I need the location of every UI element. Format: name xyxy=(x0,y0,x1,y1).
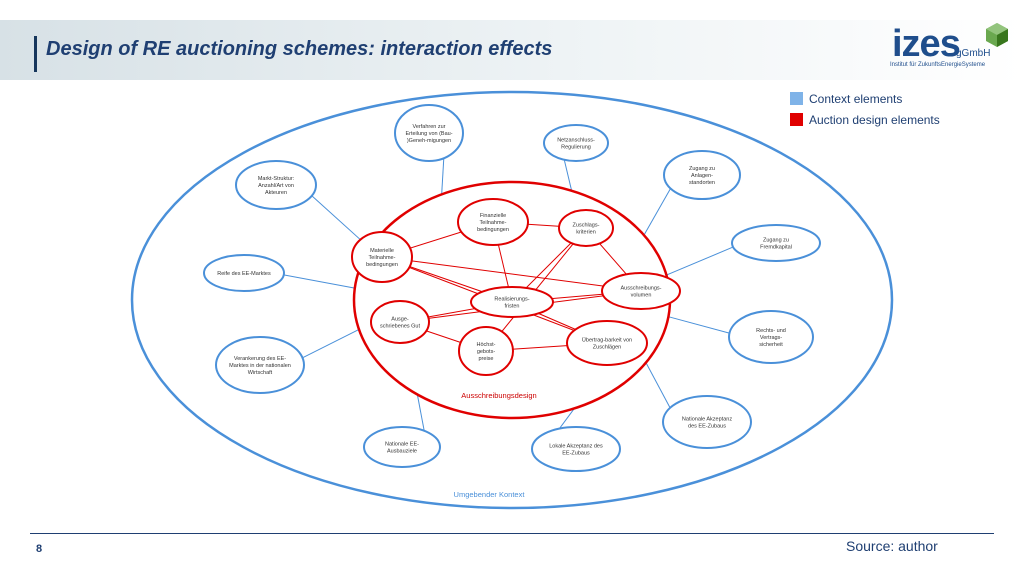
context-node-nat-ausbauziele xyxy=(363,426,441,468)
title-band xyxy=(0,20,1024,80)
context-node-label: Wirtschaft xyxy=(248,370,273,376)
context-node-label: Nationale Akzeptanz xyxy=(682,417,732,423)
design-node-label: gebots- xyxy=(477,349,496,355)
context-node-label: Marktes in der nationalen xyxy=(229,363,291,369)
logo-suffix: gGmbH xyxy=(956,48,991,59)
design-node-label: Übertrag-barkeit von xyxy=(582,337,632,344)
design-node-label: Zuschlags- xyxy=(573,223,600,229)
slide-title: Design of RE auctioning schemes: interac… xyxy=(46,38,553,60)
design-node-label: Zuschlägen xyxy=(593,345,621,351)
design-node-label: bedingungen xyxy=(477,227,509,233)
context-node-label: Netzanschluss- xyxy=(557,138,595,144)
design-node-finanzielle xyxy=(457,198,529,246)
design-node-label: Materielle xyxy=(370,248,394,254)
context-node-label: Zugang zu xyxy=(689,166,715,172)
context-node-label: Nationale EE- xyxy=(385,442,419,448)
context-node-verankerung xyxy=(215,336,305,394)
design-node-label: Ausschreibungs- xyxy=(621,286,662,292)
footer-divider xyxy=(30,533,994,534)
design-node-label: volumen xyxy=(631,293,652,299)
link-rechtssicherheit xyxy=(668,316,731,334)
context-node-rechtssicherheit xyxy=(728,310,814,364)
context-node-label: Vertrags- xyxy=(760,335,782,341)
context-node-label: Anlagen- xyxy=(691,173,713,179)
context-node-nat-akzeptanz xyxy=(662,395,752,449)
design-node-label: Finanzielle xyxy=(480,213,506,219)
context-label: Umgebender Kontext xyxy=(454,490,526,499)
link-lok-akzeptanz xyxy=(558,408,575,430)
page-number: 8 xyxy=(36,543,43,555)
context-node-label: Markt-Struktur: xyxy=(258,176,295,182)
context-node-reife xyxy=(203,254,285,292)
design-node-volumen xyxy=(601,272,681,310)
context-node-label: sicherheit xyxy=(759,342,783,348)
context-node-label: Rechts- und xyxy=(756,328,786,334)
context-node-verfahren xyxy=(394,104,464,162)
design-node-uebertrag xyxy=(566,320,648,366)
design-node-label: Höchst- xyxy=(477,342,496,348)
legend-item-design: Auction design elements xyxy=(790,109,940,130)
design-node-zuschlags xyxy=(558,209,614,247)
context-ring xyxy=(130,90,894,510)
link-zugang-standorte xyxy=(643,187,672,236)
context-node-label: Verankerung des EE- xyxy=(234,356,286,362)
context-node-label: standorten xyxy=(689,180,715,186)
design-node-realisierung xyxy=(470,286,554,318)
context-node-label: Fremdkapital xyxy=(760,245,792,251)
link-nat-ausbauziele xyxy=(416,394,425,432)
legend-swatch-design xyxy=(790,113,803,126)
context-node-netzanschluss xyxy=(543,124,609,162)
context-node-zugang-fremdkapital xyxy=(731,224,821,262)
context-node-markt-struktur xyxy=(235,160,317,210)
context-node-label: Verfahren zur xyxy=(412,124,445,130)
design-node-label: preise xyxy=(479,356,494,362)
context-node-label: )Geneh-migungen xyxy=(407,138,451,144)
design-node-label: Teilnahme- xyxy=(369,255,396,261)
legend: Context elements Auction design elements xyxy=(790,88,940,130)
link-reife xyxy=(282,274,355,289)
legend-swatch-context xyxy=(790,92,803,105)
link-nat-akzeptanz xyxy=(645,362,671,409)
design-node-materielle xyxy=(351,231,413,283)
context-node-label: Zugang zu xyxy=(763,238,789,244)
interaction-materielle-volumen xyxy=(381,256,642,292)
design-node-label: Teilnahme- xyxy=(480,220,507,226)
context-node-label: des EE-Zubaus xyxy=(688,424,726,430)
context-node-label: Reife des EE-Marktes xyxy=(217,271,271,277)
design-node-label: fristen xyxy=(505,304,520,310)
hexagon-logo-icon xyxy=(986,23,1008,47)
legend-item-context: Context elements xyxy=(790,88,940,109)
design-node-hoechst xyxy=(458,326,514,376)
design-node-label: bedingungen xyxy=(366,262,398,268)
title-accent-bar xyxy=(34,36,37,72)
source-note: Source: author xyxy=(846,538,938,554)
legend-label-design: Auction design elements xyxy=(809,112,940,127)
context-node-lok-akzeptanz xyxy=(531,426,621,472)
context-node-label: Akteuren xyxy=(265,190,287,196)
design-node-label: Realisierungs- xyxy=(494,297,529,303)
logo-subtitle: Institut für ZukunftsEnergieSysteme xyxy=(890,62,986,68)
design-node-gut xyxy=(370,300,430,344)
context-node-label: Anzahl/Art von xyxy=(258,183,294,189)
context-node-label: Lokale Akzeptanz des xyxy=(549,444,603,450)
legend-label-context: Context elements xyxy=(809,91,903,106)
link-verfahren xyxy=(441,157,445,195)
link-netzanschluss xyxy=(563,159,573,191)
design-node-label: kriterien xyxy=(576,230,596,236)
logo-word: izes xyxy=(892,23,961,65)
context-node-zugang-standorte xyxy=(663,150,741,200)
core-label: Ausschreibungsdesign xyxy=(461,391,536,400)
link-zugang-fremdkapital xyxy=(666,246,735,276)
context-node-label: Ausbauziele xyxy=(387,449,417,455)
context-node-label: Erteilung von (Bau- xyxy=(405,131,452,137)
context-node-label: Regulierung xyxy=(561,145,591,151)
izes-logo: izes gGmbH Institut für ZukunftsEnergieS… xyxy=(888,22,1016,72)
context-node-label: EE-Zubaus xyxy=(562,451,590,457)
design-node-label: Ausge- xyxy=(391,317,409,323)
link-verankerung xyxy=(301,329,360,359)
design-node-label: schriebenes Gut xyxy=(380,324,421,330)
